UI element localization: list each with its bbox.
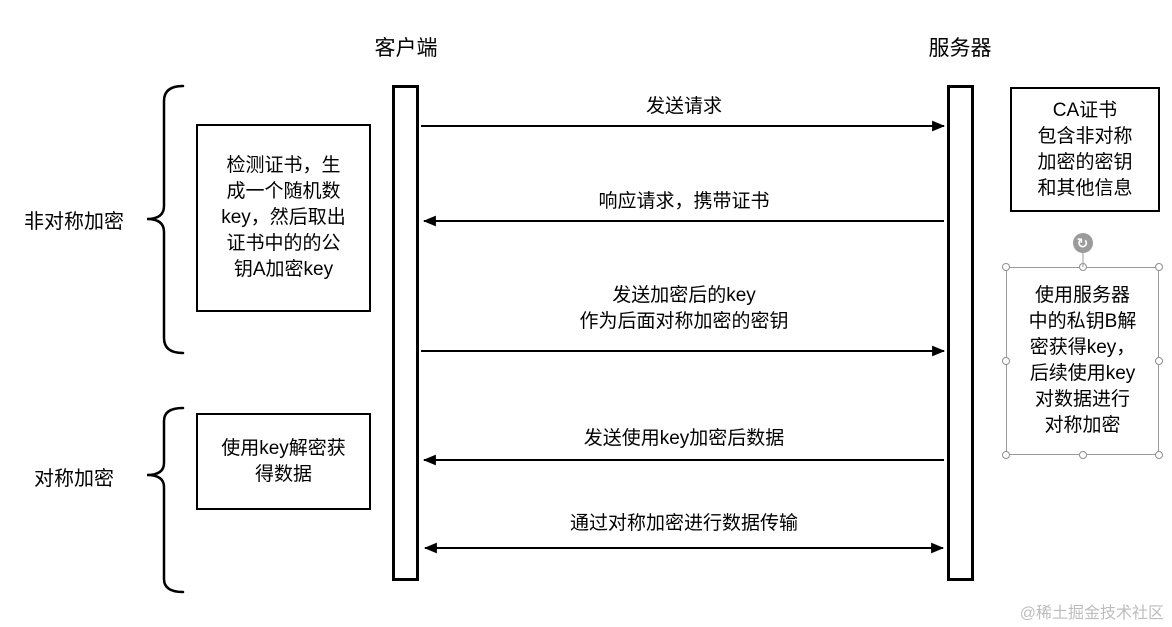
symmetric-brace-label: 对称加密 xyxy=(34,468,114,490)
selection-handle-top-left[interactable] xyxy=(1002,263,1010,271)
message-label-response-cert: 响应请求，携带证书 xyxy=(598,191,770,212)
server-top-note[interactable]: CA证书 包含非对称 加密的密钥 和其他信息 xyxy=(1010,87,1160,212)
rotate-handle-stem xyxy=(1082,252,1083,267)
asymmetric-brace xyxy=(146,84,185,355)
selection-handle-bottom-center[interactable] xyxy=(1078,451,1087,459)
message-label-send-encrypted-key: 发送加密后的key 作为后面对称加密的密钥 xyxy=(579,285,789,332)
client-lifeline-label: 客户端 xyxy=(374,37,438,60)
server-lifeline-label: 服务器 xyxy=(928,37,992,60)
selection-handle-bottom-left[interactable] xyxy=(1002,451,1010,459)
client-top-note[interactable]: 检测证书，生 成一个随机数 key，然后取出 证书中的的公 钥A加密key xyxy=(196,124,371,312)
symmetric-brace xyxy=(146,406,185,594)
watermark: @稀土掘金技术社区 xyxy=(1019,605,1164,622)
selection-handle-top-right[interactable] xyxy=(1155,263,1163,271)
message-label-send-request: 发送请求 xyxy=(645,96,722,117)
rotate-arrow-glyph: ↻ xyxy=(1076,234,1089,251)
client-bottom-note[interactable]: 使用key解密获 得数据 xyxy=(196,413,371,510)
selection-handle-bottom-right[interactable] xyxy=(1155,451,1163,459)
server-bottom-note-group[interactable]: 使用服务器 中的私钥B解 密获得key， 后续使用key 对数据进行 对称加密 … xyxy=(1002,233,1163,459)
client-activation-bar[interactable] xyxy=(392,85,419,581)
asymmetric-brace-label: 非对称加密 xyxy=(24,211,124,233)
rotate-handle-icon[interactable]: ↻ xyxy=(1072,233,1093,253)
message-label-send-encrypted-data: 发送使用key加密后数据 xyxy=(583,428,785,449)
server-activation-bar[interactable] xyxy=(947,85,974,581)
message-label-symmetric-transfer: 通过对称加密进行数据传输 xyxy=(569,513,798,534)
server-bottom-note[interactable]: 使用服务器 中的私钥B解 密获得key， 后续使用key 对数据进行 对称加密 xyxy=(1006,267,1159,455)
selection-handle-middle-right[interactable] xyxy=(1155,357,1163,365)
selection-handle-middle-left[interactable] xyxy=(1002,357,1010,365)
